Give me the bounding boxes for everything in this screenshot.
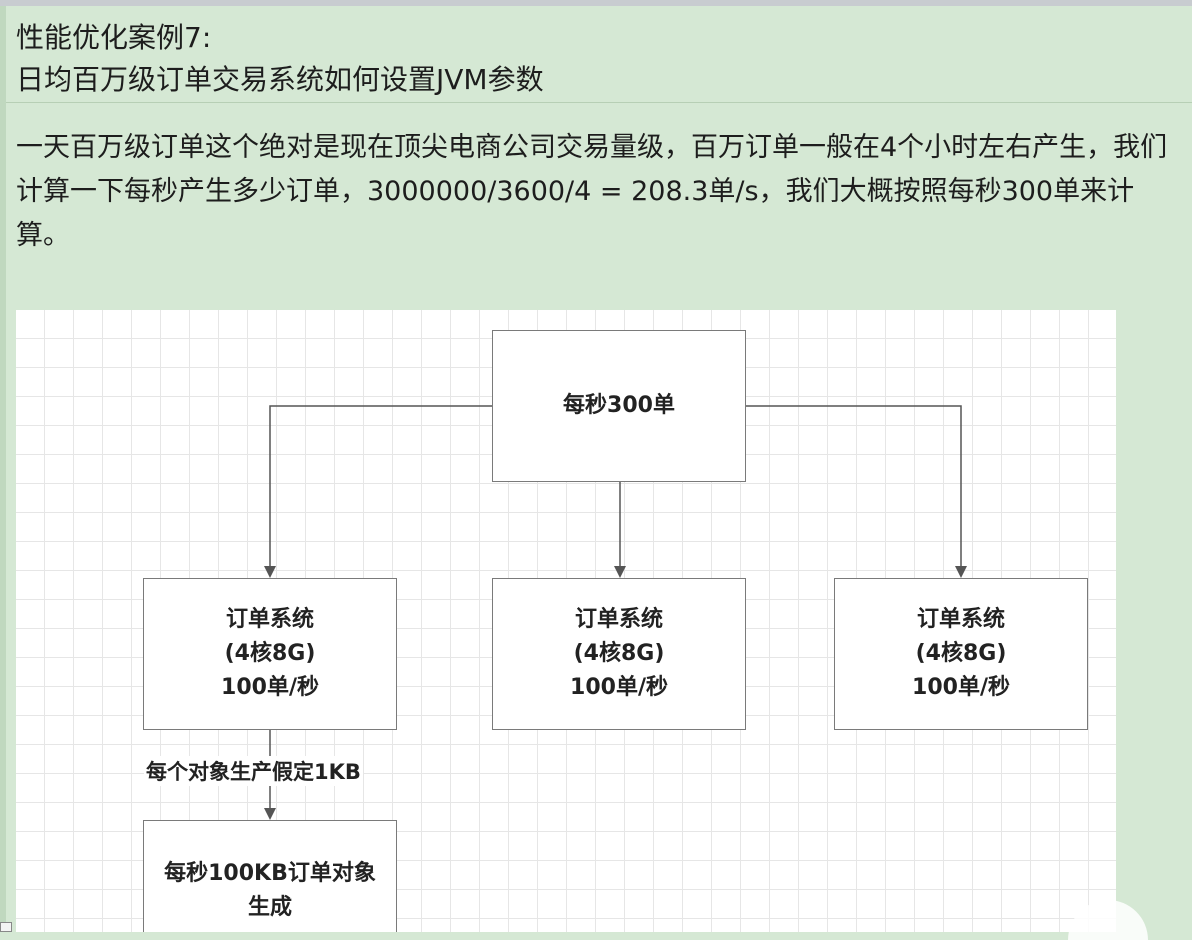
node-order-system-3: 订单系统 (4核8G) 100单/秒: [834, 578, 1088, 730]
title-line-1: 性能优化案例7:: [16, 21, 212, 54]
edge-label-object-size: 每个对象生产假定1KB: [144, 756, 363, 786]
order-objects-line-2: 生成: [247, 895, 292, 920]
order-system-3-rate: 100单/秒: [912, 675, 1010, 700]
node-order-system-2: 订单系统 (4核8G) 100单/秒: [492, 578, 746, 730]
order-system-2-spec: (4核8G): [573, 641, 665, 666]
order-system-3-name: 订单系统: [916, 607, 1005, 632]
node-orders-per-second-label: 每秒300单: [563, 393, 675, 418]
node-order-system-1: 订单系统 (4核8G) 100单/秒: [143, 578, 397, 730]
order-system-1-spec: (4核8G): [224, 641, 316, 666]
order-system-2-rate: 100单/秒: [570, 675, 668, 700]
edge-top-to-right-system: [746, 405, 967, 578]
order-flow-diagram: 每秒300单 订单系统 (4核8G) 100单/秒 订单系统 (4核8G) 10…: [16, 310, 1116, 932]
window-top-bar: [0, 0, 1192, 6]
order-system-1-rate: 100单/秒: [221, 675, 319, 700]
node-order-objects: 每秒100KB订单对象 生成: [143, 820, 397, 932]
edge-top-to-left-system: [264, 405, 492, 578]
slide-header: 性能优化案例7: 日均百万级订单交易系统如何设置JVM参数: [6, 6, 1192, 103]
description-paragraph: 一天百万级订单这个绝对是现在顶尖电商公司交易量级，百万订单一般在4个小时左右产生…: [16, 132, 1168, 251]
order-system-1-name: 订单系统: [225, 607, 314, 632]
order-system-2-name: 订单系统: [574, 607, 663, 632]
corner-handle-icon: [0, 922, 12, 932]
node-orders-per-second: 每秒300单: [492, 330, 746, 482]
order-system-3-spec: (4核8G): [915, 641, 1007, 666]
title-line-2: 日均百万级订单交易系统如何设置JVM参数: [16, 63, 544, 96]
order-objects-line-1: 每秒100KB订单对象: [164, 861, 376, 886]
left-edge: [0, 6, 6, 932]
